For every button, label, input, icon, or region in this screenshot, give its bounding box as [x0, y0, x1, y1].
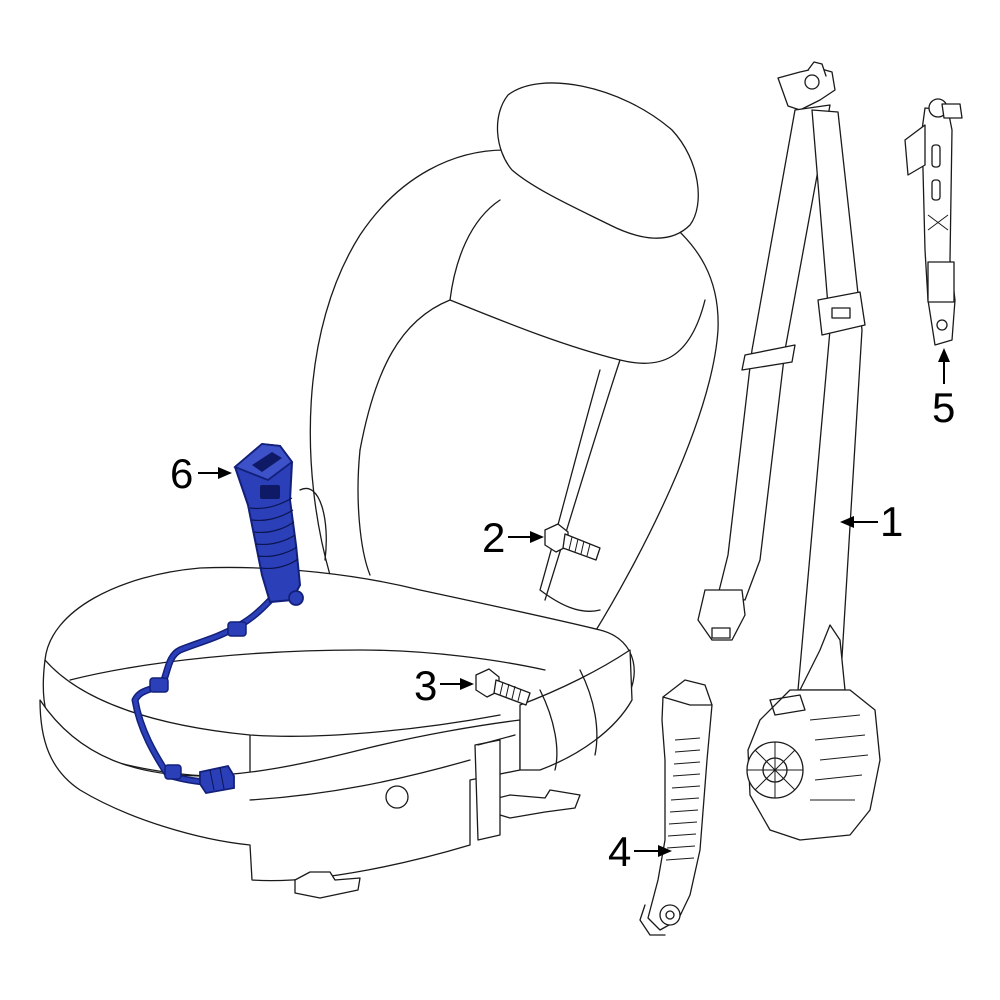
callout-1: 1 — [840, 498, 903, 545]
retractor-body — [747, 689, 881, 841]
seat-back-inner — [359, 299, 706, 451]
seat — [39, 82, 719, 899]
callout-3: 3 — [414, 662, 474, 709]
buckle-part-4 — [639, 679, 713, 936]
callout-4-number: 4 — [608, 828, 631, 875]
callout-3-number: 3 — [414, 662, 437, 709]
belt-retractor-part-1 — [697, 61, 881, 841]
headrest — [496, 82, 699, 239]
callout-6-number: 6 — [170, 450, 193, 497]
seat-track-front — [294, 871, 361, 899]
callout-2: 2 — [482, 514, 544, 561]
callout-2-number: 2 — [482, 514, 505, 561]
callout-5-number: 5 — [932, 384, 955, 431]
callout-1-number: 1 — [880, 498, 903, 545]
seat-track-rear — [489, 789, 581, 819]
bolt-part-2 — [544, 523, 601, 561]
bolt-part-3 — [475, 668, 531, 706]
seat-bolt-hole — [385, 785, 409, 809]
callout-5: 5 — [932, 348, 955, 431]
callout-6: 6 — [170, 450, 232, 497]
buckle-part-6 — [131, 442, 304, 794]
height-adjuster-part-5 — [904, 98, 963, 346]
callout-4: 4 — [608, 828, 672, 875]
